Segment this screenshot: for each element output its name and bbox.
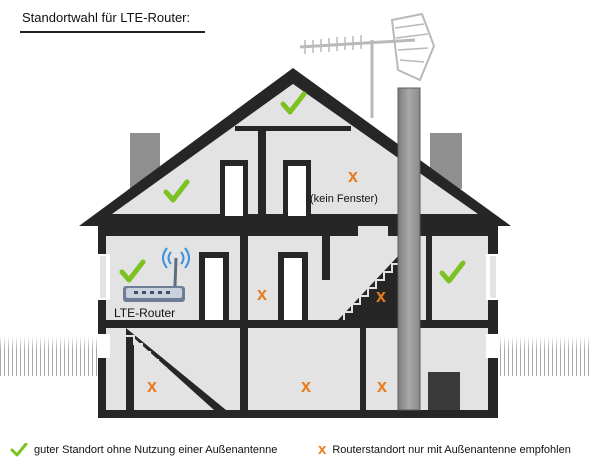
house-body [79,68,511,418]
router-label: LTE-Router [114,306,175,320]
check-icon [280,91,307,115]
cross-icon: x [257,284,267,304]
room-markers: x x x x x x [119,91,466,396]
legend-good-text: guter Standort ohne Nutzung einer Außena… [34,444,278,456]
title-underline [20,31,205,33]
lte-router-device [123,247,190,302]
roof-antenna [299,12,436,118]
cross-icon: x [301,376,311,396]
legend-good: guter Standort ohne Nutzung einer Außena… [10,443,277,457]
check-icon [439,260,466,284]
ground-left [0,336,108,376]
cross-icon: x [377,376,387,396]
legend-bad-text: Routerstandort nur mit Außenantenne empf… [332,444,571,456]
check-icon [163,179,190,203]
check-icon [119,259,146,283]
cross-icon: x [376,286,386,306]
cross-icon: x [147,376,157,396]
cross-icon: x [318,441,327,458]
ground-right [490,336,589,376]
no-window-note: (kein Fenster) [310,193,378,205]
cross-icon: x [348,166,358,186]
chimney [397,87,421,411]
legend-bad: x Routerstandort nur mit Außenantenne em… [318,441,571,458]
check-icon [10,443,28,457]
diagram-title: Standortwahl für LTE-Router: [22,10,191,25]
